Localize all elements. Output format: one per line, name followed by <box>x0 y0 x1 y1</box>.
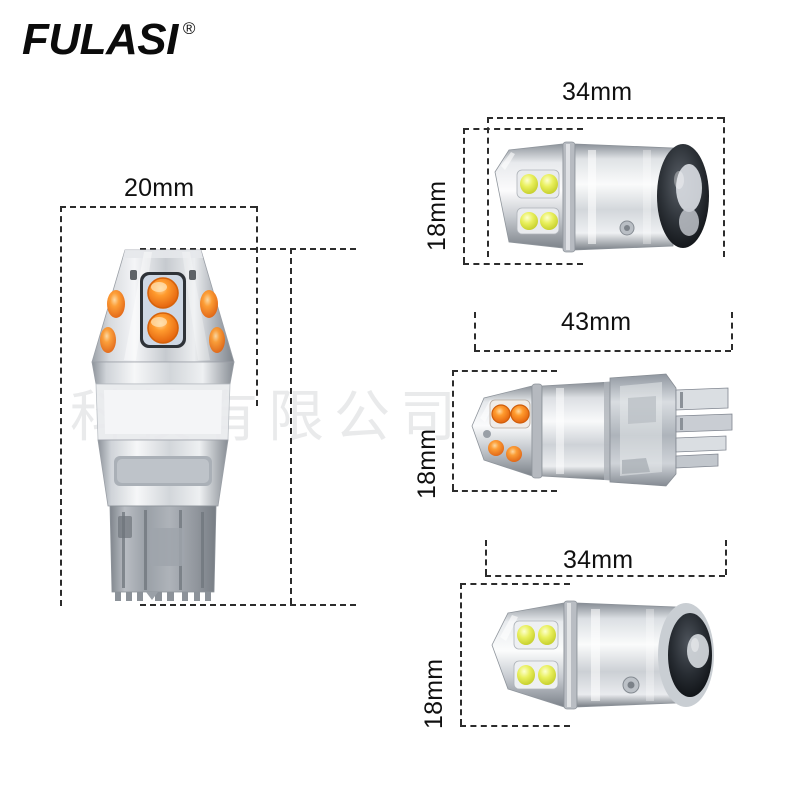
dim-label-ba15s-diameter: 18mm <box>420 658 448 729</box>
bulb-image-ba15s-white <box>488 585 738 725</box>
brand-logo: FULASI ® <box>22 18 195 62</box>
dim-line-bay15d-length <box>487 117 723 119</box>
bulb-image-t20-amber <box>78 244 248 610</box>
dim-ext-3157-right <box>731 312 733 350</box>
dim-label-bay15d-length: 34mm <box>562 78 633 106</box>
dim-ext-bay15d-right <box>723 117 725 257</box>
dim-label-bay15d-diameter: 18mm <box>423 180 451 251</box>
dim-ext-ba15s-top <box>460 583 570 585</box>
dim-label-ba15s-length: 34mm <box>563 546 634 574</box>
dim-ext-ba15s-left <box>485 540 487 575</box>
bulb-image-3157-amber <box>470 368 738 494</box>
dim-label-main-width: 20mm <box>124 174 195 202</box>
bulb-image-bay15d-white <box>493 130 728 264</box>
dim-ext-bay15d-left <box>487 117 489 257</box>
dim-line-ba15s-diameter <box>460 583 462 725</box>
dim-ext-3157-bottom <box>452 490 557 492</box>
dim-line-main-bulb-top <box>140 248 356 250</box>
dim-ext-main-left <box>60 206 62 606</box>
dim-line-main-bulb-bottom <box>140 604 356 606</box>
dim-ext-3157-left <box>474 312 476 350</box>
dim-line-main-height <box>290 248 292 604</box>
dim-ext-bay15d-bottom <box>463 263 583 265</box>
dim-ext-ba15s-right <box>725 540 727 575</box>
dim-ext-3157-top <box>452 370 557 372</box>
dim-ext-ba15s-bottom <box>460 725 570 727</box>
dim-line-main-top <box>60 206 256 208</box>
dim-label-3157-length: 43mm <box>561 308 632 336</box>
dim-label-3157-diameter: 18mm <box>413 428 441 499</box>
dim-line-3157-diameter <box>452 370 454 490</box>
dim-line-bay15d-diameter <box>463 128 465 263</box>
dim-line-ba15s-length <box>485 575 725 577</box>
dim-ext-main-right <box>256 206 258 406</box>
registered-trademark-icon: ® <box>182 19 196 38</box>
dim-ext-bay15d-top <box>463 128 583 130</box>
dim-line-3157-length <box>474 350 731 352</box>
brand-name: FULASI <box>22 15 178 64</box>
